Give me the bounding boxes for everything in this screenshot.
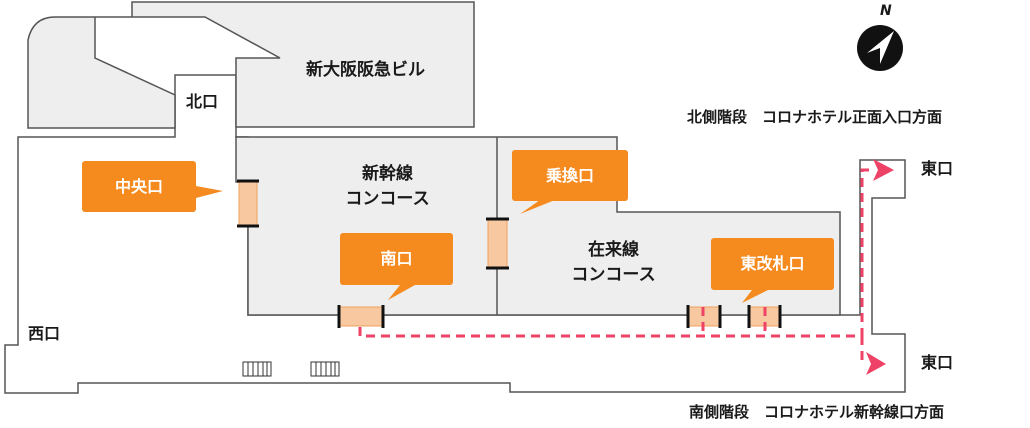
zairaisen-concourse-label: 在来線 コンコース xyxy=(556,238,671,287)
gate-norikae xyxy=(486,217,509,270)
callout-higashi-kaisatsu: 東改札口 xyxy=(711,238,834,290)
compass-north-label: N xyxy=(880,3,892,19)
building-shin-osaka-hankyu xyxy=(27,1,475,129)
callout-minami: 南口 xyxy=(340,233,453,285)
gate-minami xyxy=(337,305,385,328)
exit-nishi-label: 西口 xyxy=(28,324,61,343)
callout-norikae: 乗換口 xyxy=(512,150,628,201)
exit-higashi-north-label: 東口 xyxy=(921,159,954,178)
shinkansen-concourse-line1: 新幹線 xyxy=(362,164,413,184)
exit-kita-label: 北口 xyxy=(186,92,219,111)
callout-chuo: 中央口 xyxy=(82,161,196,212)
route-arrow-south-icon xyxy=(866,352,886,375)
north-stairs-label: 北側階段 コロナホテル正面入口方面 xyxy=(687,108,943,126)
compass xyxy=(857,25,903,71)
exit-higashi-south-label: 東口 xyxy=(921,353,954,372)
zairaisen-concourse-line2: コンコース xyxy=(571,264,656,285)
callout-pointer-higashi-kaisatsu xyxy=(742,290,768,303)
stairs-icon-left xyxy=(242,361,272,377)
callout-pointer-minami xyxy=(388,285,415,300)
callout-pointer-chuo xyxy=(196,186,223,198)
callout-pointer-norikae xyxy=(520,200,555,214)
route-arrow-north-icon xyxy=(873,159,894,181)
north-arrow-icon xyxy=(867,31,894,64)
south-stairs-label: 南側階段 コロナホテル新幹線口方面 xyxy=(689,403,945,421)
stairs-icon-right xyxy=(310,361,340,377)
building-label: 新大阪阪急ビル xyxy=(306,60,425,80)
shinkansen-concourse-line2: コンコース xyxy=(345,188,430,209)
gate-chuo xyxy=(237,179,259,228)
zairaisen-concourse-line1: 在来線 xyxy=(588,240,639,260)
gate-higashi-kaisatsu-2 xyxy=(747,305,782,328)
shinkansen-concourse-label: 新幹線 コンコース xyxy=(330,162,445,211)
route-path xyxy=(358,168,875,362)
